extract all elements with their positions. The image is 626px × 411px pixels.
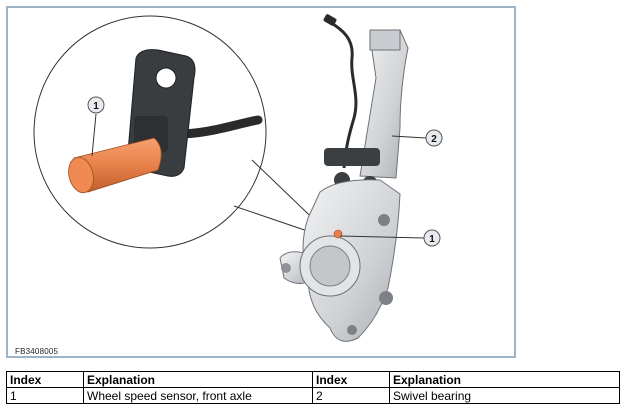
- header-explanation-1: Explanation: [83, 371, 313, 388]
- legend-header-row: Index Explanation Index Explanation: [6, 371, 620, 388]
- callout-leader-1-detail: [91, 113, 97, 157]
- index-cell: 2: [312, 387, 390, 404]
- legend-table: Index Explanation Index Explanation 1 Wh…: [6, 371, 620, 404]
- table-row: 1 Wheel speed sensor, front axle 2 Swive…: [6, 387, 620, 404]
- index-cell: 1: [6, 387, 84, 404]
- callout-1-main: 1: [423, 229, 441, 247]
- illustration: 1 1 2: [33, 14, 443, 342]
- header-index-2: Index: [312, 371, 390, 388]
- figure-frame: 1 1 2 FB3408005: [6, 6, 516, 358]
- explanation-cell: Swivel bearing: [389, 387, 620, 404]
- figure-code: FB3408005: [15, 347, 59, 356]
- detail-magnifier: [33, 15, 329, 249]
- callout-number: 1: [93, 101, 99, 112]
- header-index-1: Index: [6, 371, 84, 388]
- callout-leader-2: [391, 135, 427, 139]
- callout-2: 2: [425, 129, 443, 147]
- explanation-cell: Wheel speed sensor, front axle: [83, 387, 313, 404]
- swivel-bearing-illustration: [279, 14, 409, 342]
- header-explanation-2: Explanation: [389, 371, 620, 388]
- callout-number: 1: [429, 234, 435, 245]
- callout-1-detail: 1: [87, 96, 105, 114]
- callout-leader-1-main: [339, 235, 425, 239]
- callout-number: 2: [431, 134, 437, 145]
